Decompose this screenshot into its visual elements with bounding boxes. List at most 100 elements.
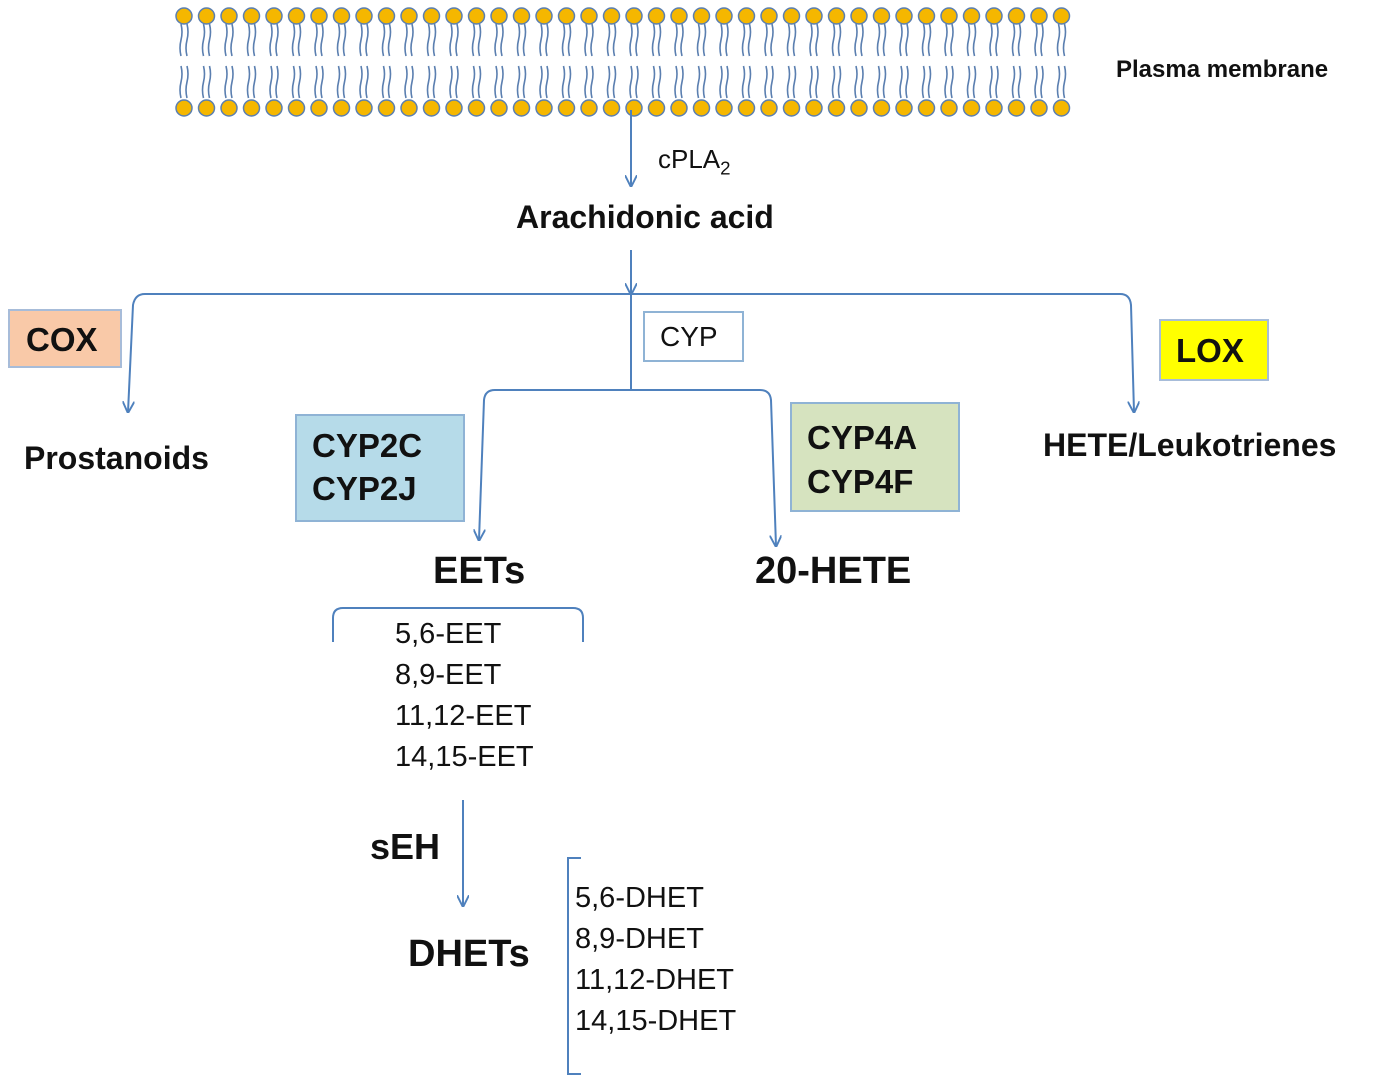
- lipid-head: [1030, 99, 1048, 117]
- lipid-head: [580, 7, 598, 25]
- lipid-tail: [657, 23, 662, 57]
- lipid-head: [220, 7, 238, 25]
- dhet-list-bracket: [567, 857, 581, 1075]
- lipid-head: [445, 7, 463, 25]
- lipid-head: [265, 99, 283, 117]
- lipid-tail: [629, 23, 633, 57]
- lipid-tail: [269, 65, 273, 99]
- lipid-head: [490, 99, 508, 117]
- lipid-tail: [764, 23, 768, 57]
- lipid-tail: [1011, 65, 1016, 99]
- lipid-tail: [246, 65, 251, 99]
- dhet-list-item: 14,15-DHET: [575, 1005, 737, 1037]
- lipid-head: [985, 99, 1003, 117]
- lipid-tail: [494, 65, 498, 99]
- lipid-tail: [584, 65, 588, 99]
- lipid-tail: [336, 65, 341, 99]
- lipid-tail: [320, 23, 324, 57]
- lipid-tail: [876, 65, 881, 99]
- lipid-tail: [404, 23, 408, 57]
- lipid-tail: [185, 23, 189, 57]
- lipid-tail: [500, 65, 504, 99]
- eet-list-bracket: [332, 607, 584, 642]
- lipid-tail: [1017, 65, 1022, 99]
- lipid-tail: [471, 65, 476, 99]
- lipid-head: [602, 7, 621, 25]
- lipid-tail: [359, 23, 363, 57]
- lipid-tail: [426, 65, 431, 99]
- cyp-box: CYP: [643, 311, 744, 362]
- lipid-head: [737, 7, 756, 25]
- lipid-head: [400, 99, 418, 117]
- lipid-head: [1030, 7, 1048, 25]
- eets-label: EETs: [433, 550, 526, 592]
- lipid-head: [1052, 99, 1071, 117]
- lipid-tail: [995, 65, 999, 99]
- lipid-tail: [516, 65, 521, 99]
- lipid-tail: [786, 65, 791, 99]
- lipid-tail: [680, 23, 684, 57]
- eet-list-item: 5,6-EET: [395, 618, 502, 650]
- lipid-tail: [365, 23, 369, 57]
- lipid-tail: [629, 65, 633, 99]
- lipid-tail: [426, 23, 431, 57]
- lipid-tail: [696, 23, 701, 57]
- lipid-tail: [477, 23, 482, 57]
- lipid-tail: [770, 23, 774, 57]
- lipid-tail: [899, 23, 903, 57]
- lipid-tail: [297, 23, 302, 57]
- lipid-tail: [381, 23, 386, 57]
- lipid-tail: [230, 65, 234, 99]
- lipid-tail: [404, 65, 408, 99]
- lipid-head: [625, 7, 643, 25]
- lipid-tail: [882, 23, 887, 57]
- lipid-tail: [449, 65, 453, 99]
- lipid-tail: [809, 65, 813, 99]
- hete-leukotrienes-label: HETE/Leukotrienes: [1043, 427, 1337, 463]
- lipid-tail: [747, 65, 752, 99]
- lipid-tail: [252, 23, 257, 57]
- lipid-tail: [815, 65, 819, 99]
- lipid-head: [1007, 7, 1026, 25]
- lipid-tail: [809, 23, 813, 57]
- seh-label: sEH: [370, 826, 441, 867]
- lipid-head: [895, 7, 913, 25]
- lipid-tail: [764, 65, 768, 99]
- lipid-tail: [1056, 65, 1061, 99]
- lipid-tail: [815, 23, 819, 57]
- lipid-tail: [291, 65, 296, 99]
- cyp4a-label: CYP4A: [807, 419, 918, 456]
- lipid-head: [917, 99, 936, 117]
- lipid-tail: [207, 23, 212, 57]
- lipid-head: [872, 99, 891, 117]
- lipid-tail: [224, 65, 228, 99]
- lipid-tail: [1040, 23, 1044, 57]
- lipid-head: [512, 99, 531, 117]
- lipid-tail: [635, 65, 639, 99]
- lipid-head: [355, 7, 373, 25]
- lipid-tail: [230, 23, 234, 57]
- branch-horizontal-line: [128, 293, 146, 412]
- lipid-head: [760, 7, 778, 25]
- lipid-head: [827, 7, 846, 25]
- lipid-tail: [1056, 23, 1061, 57]
- eet-list: 5,6-EET 8,9-EET 11,12-EET 14,15-EET: [395, 620, 534, 784]
- lipid-tail: [725, 65, 729, 99]
- lipid-tail: [291, 23, 296, 57]
- lipid-head: [895, 99, 913, 117]
- lipid-tail: [567, 23, 572, 57]
- lipid-tail: [207, 65, 212, 99]
- lipid-tail: [966, 65, 971, 99]
- lipid-tail: [336, 23, 341, 57]
- lipid-tail: [1040, 65, 1044, 99]
- lipid-head: [467, 7, 486, 25]
- lipid-tail: [680, 65, 684, 99]
- lipid-tail: [500, 23, 504, 57]
- dhet-list-item: 8,9-DHET: [575, 923, 704, 955]
- cox-box: COX: [8, 309, 122, 368]
- lipid-tail: [927, 23, 932, 57]
- lipid-tail: [606, 65, 611, 99]
- lipid-tail: [1034, 65, 1038, 99]
- lipid-tail: [831, 23, 836, 57]
- lipid-tail: [747, 23, 752, 57]
